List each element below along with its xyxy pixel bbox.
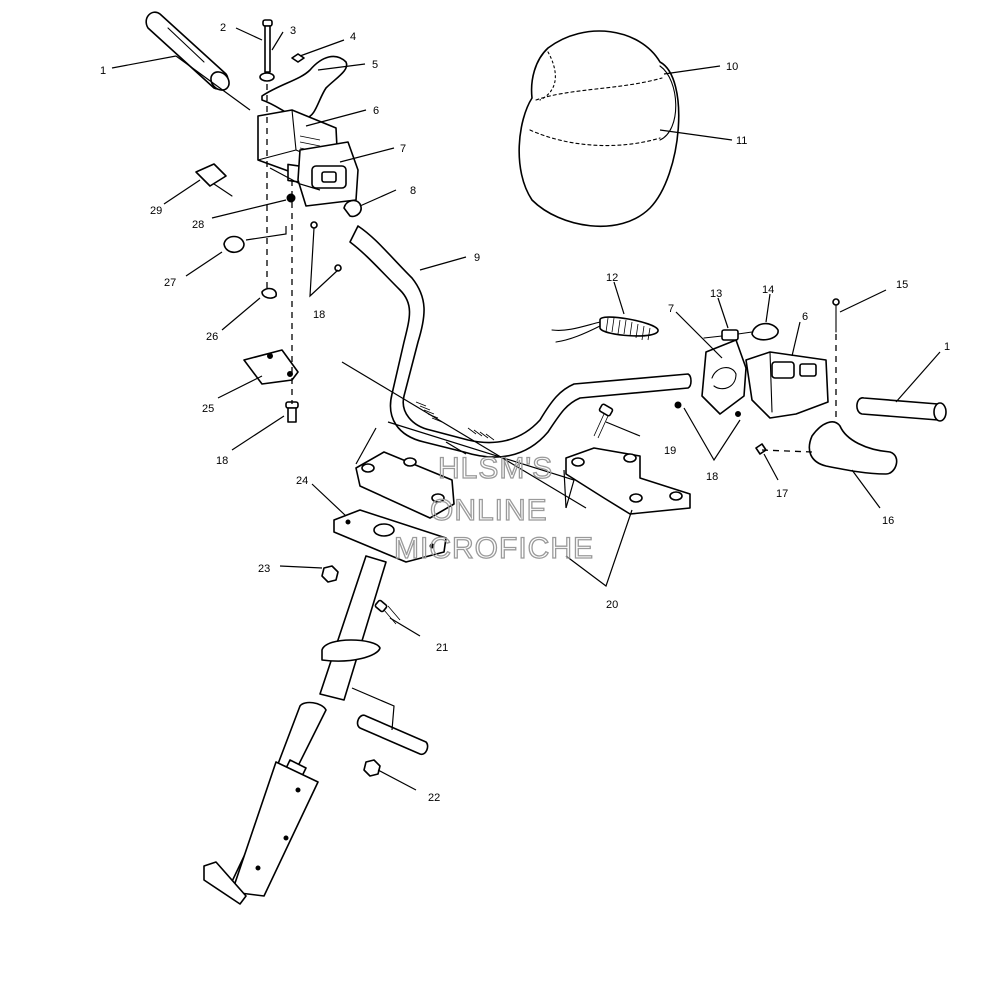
clip-26[interactable] xyxy=(261,287,277,299)
screw-19[interactable] xyxy=(593,403,614,439)
callout-24: 24 xyxy=(296,475,308,487)
callout-18-left: 18 xyxy=(216,455,228,467)
callout-9: 9 xyxy=(474,252,480,264)
screw-21[interactable] xyxy=(374,599,401,625)
callout-16: 16 xyxy=(882,515,894,527)
callout-13: 13 xyxy=(710,288,722,300)
switch-cover-left[interactable] xyxy=(297,141,359,207)
pin-17[interactable] xyxy=(755,443,767,455)
callout-1-left: 1 xyxy=(100,65,106,77)
grip-right[interactable] xyxy=(856,397,947,422)
watermark-line-2: ONLINE xyxy=(430,494,548,527)
screw-18-small-b[interactable] xyxy=(334,264,342,272)
callout-6-left: 6 xyxy=(373,105,379,117)
spacer-tube[interactable] xyxy=(356,714,429,756)
switch-cover-right[interactable] xyxy=(701,339,747,415)
switch-housing-right[interactable] xyxy=(745,351,829,419)
callout-18-right: 18 xyxy=(706,471,718,483)
clamp-upper[interactable] xyxy=(565,447,691,515)
switch-13[interactable] xyxy=(703,329,753,341)
handlebar[interactable] xyxy=(349,225,692,458)
callout-28: 28 xyxy=(192,219,204,231)
callout-8: 8 xyxy=(410,185,416,197)
screw-18-right-a[interactable] xyxy=(674,401,682,409)
switch-14[interactable] xyxy=(751,322,779,341)
callout-22: 22 xyxy=(428,792,440,804)
nut-22[interactable] xyxy=(363,759,381,777)
lever-bracket-left[interactable] xyxy=(261,55,348,119)
callout-17: 17 xyxy=(776,488,788,500)
screw-18-right-b[interactable] xyxy=(735,411,741,417)
nut-23[interactable] xyxy=(321,565,339,583)
lever-bracket-right[interactable] xyxy=(808,421,898,475)
pin-15[interactable] xyxy=(832,298,840,333)
callout-21: 21 xyxy=(436,642,448,654)
bolt-2[interactable] xyxy=(262,19,273,73)
callout-19: 19 xyxy=(664,445,676,457)
callout-3: 3 xyxy=(290,25,296,37)
callout-18-upper: 18 xyxy=(313,309,325,321)
screw-18-lower[interactable] xyxy=(285,401,299,423)
callout-6-right: 6 xyxy=(802,311,808,323)
callout-10: 10 xyxy=(726,61,738,73)
callout-29: 29 xyxy=(150,205,162,217)
nut-28[interactable] xyxy=(286,193,296,203)
callout-27: 27 xyxy=(164,277,176,289)
callout-23: 23 xyxy=(258,563,270,575)
grip-heater-12[interactable] xyxy=(551,316,659,343)
callout-leaders xyxy=(111,27,941,791)
callout-1-right: 1 xyxy=(944,341,950,353)
handlebar-pad[interactable] xyxy=(518,30,680,228)
callout-12: 12 xyxy=(606,272,618,284)
steering-column[interactable] xyxy=(203,555,387,905)
callout-25: 25 xyxy=(202,403,214,415)
watermark-line-1: HLSM'S xyxy=(438,452,553,485)
callout-14: 14 xyxy=(762,284,774,296)
screw-18-small-a[interactable] xyxy=(310,221,318,229)
washer-3[interactable] xyxy=(259,72,275,82)
bar-plug-8[interactable] xyxy=(343,199,362,218)
callout-7-right: 7 xyxy=(668,303,674,315)
grommet-27[interactable] xyxy=(223,235,245,254)
steering-bracket[interactable] xyxy=(333,509,447,563)
callout-11: 11 xyxy=(736,135,747,147)
callout-7-left: 7 xyxy=(400,143,406,155)
switch-29[interactable] xyxy=(195,163,233,197)
callout-26: 26 xyxy=(206,331,218,343)
watermark-line-3: MICROFICHE xyxy=(394,532,594,565)
mount-plate-25[interactable] xyxy=(243,349,299,385)
callout-15: 15 xyxy=(896,279,908,291)
callout-2: 2 xyxy=(220,22,226,34)
watermark: HLSM'S ONLINE MICROFICHE xyxy=(393,451,594,565)
clamp-lower[interactable] xyxy=(355,451,455,519)
callout-5: 5 xyxy=(372,59,378,71)
callout-20: 20 xyxy=(606,599,618,611)
callout-4: 4 xyxy=(350,31,356,43)
